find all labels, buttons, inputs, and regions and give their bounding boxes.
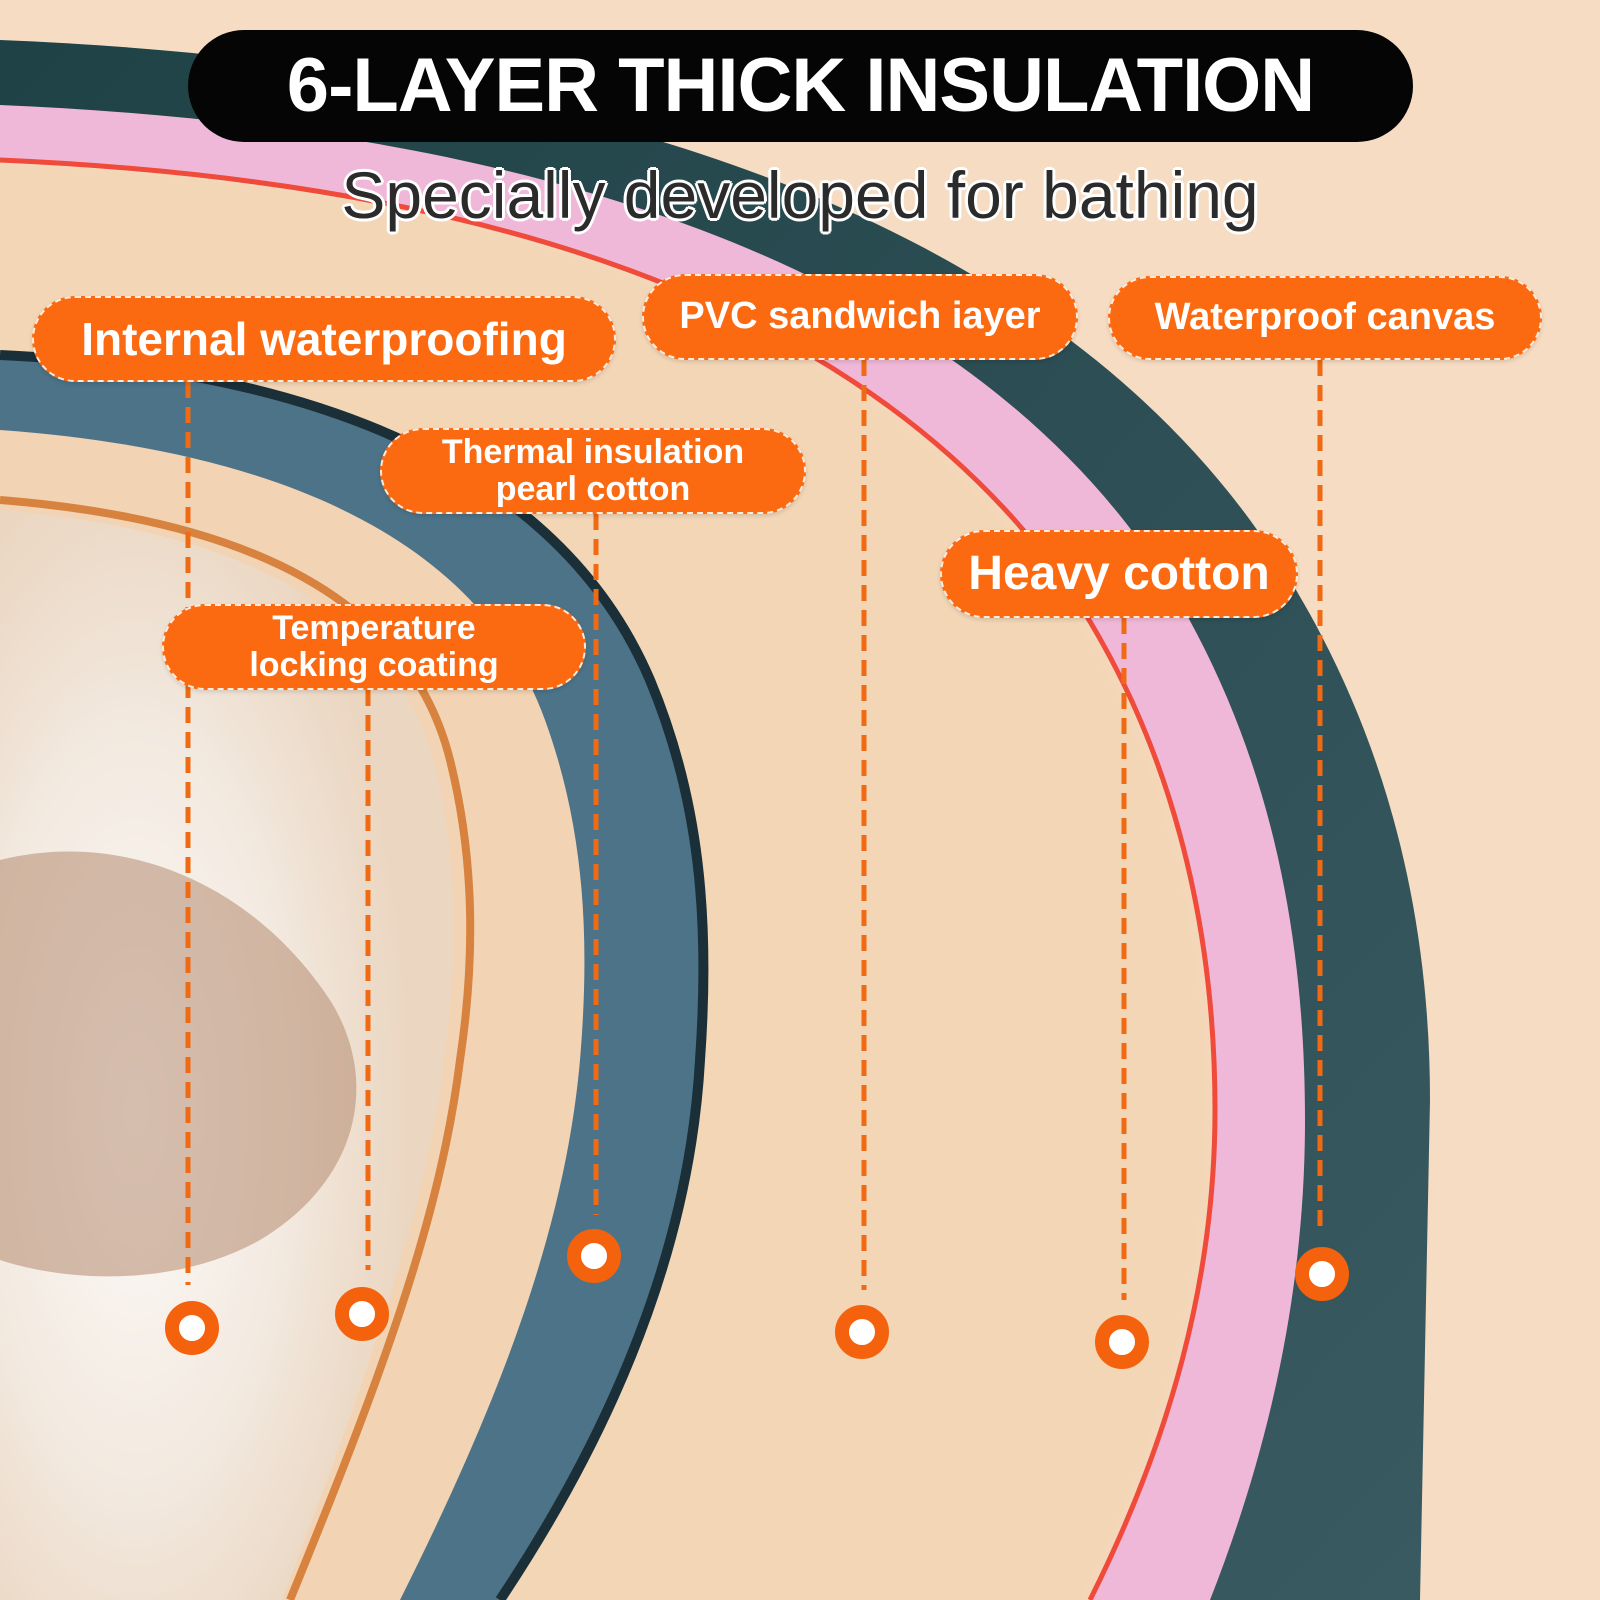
label-heavy-cotton: Heavy cotton	[940, 530, 1298, 618]
page-subtitle: Specially developed for bathing	[341, 158, 1259, 232]
label-thermal-insulation: Thermal insulation pearl cotton	[380, 428, 806, 514]
water-surface	[0, 851, 357, 1277]
page-title: 6-LAYER THICK INSULATION	[286, 43, 1315, 128]
leader-lines	[185, 360, 1323, 1300]
label-pvc-sandwich-layer: PVC sandwich iayer	[642, 274, 1078, 360]
title-banner: 6-LAYER THICK INSULATION	[188, 30, 1413, 142]
pvc-red-edge	[0, 157, 1218, 1600]
marker-dots	[165, 1229, 1349, 1369]
pvc-layer	[0, 105, 1305, 1600]
dark-edge	[0, 350, 709, 1600]
label-internal-waterproofing: Internal waterproofing	[32, 296, 616, 382]
label-temperature-locking: Temperature locking coating	[162, 604, 586, 690]
label-waterproof-canvas: Waterproof canvas	[1108, 276, 1542, 360]
orange-ring	[0, 496, 475, 1600]
